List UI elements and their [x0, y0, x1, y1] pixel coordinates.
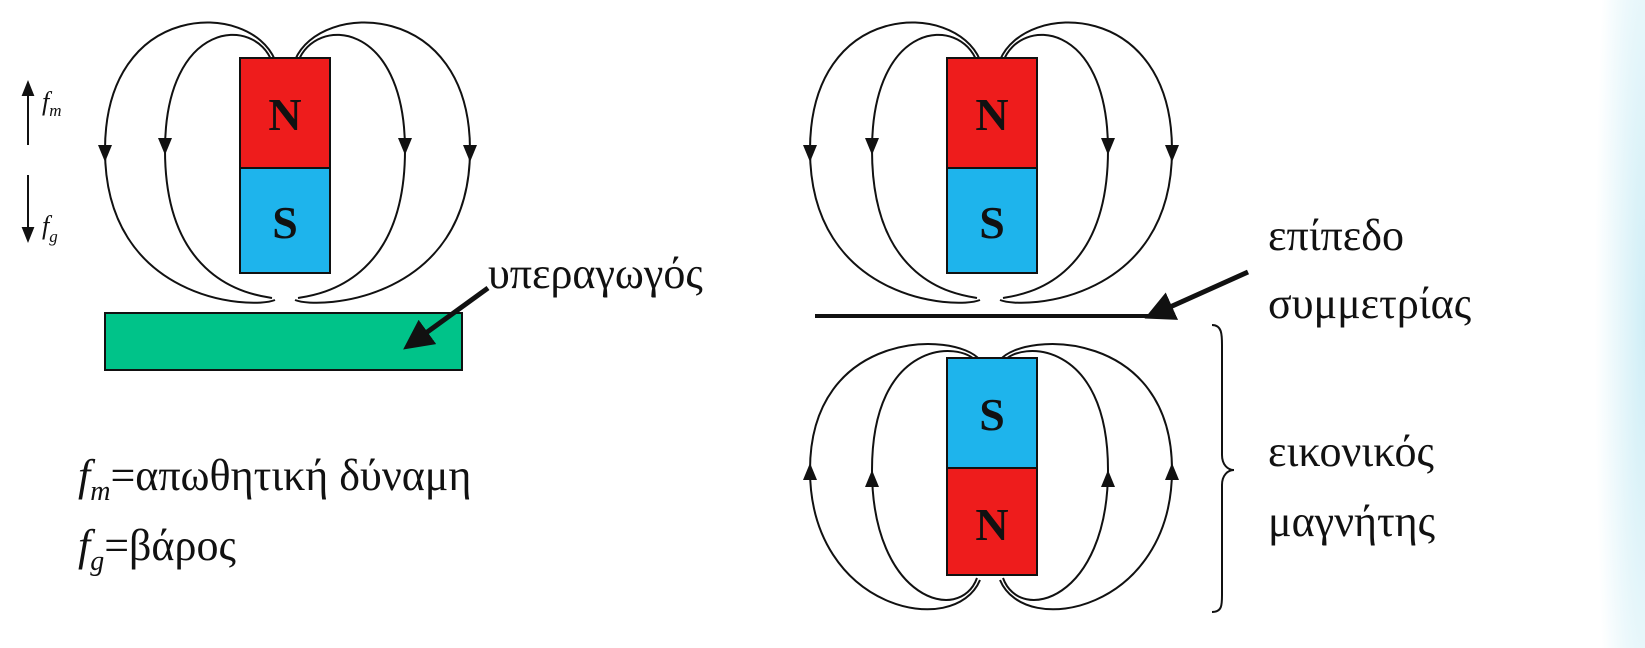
symmetry-plane-label-line1: επίπεδο	[1268, 211, 1404, 260]
left-magnet-south	[239, 167, 331, 274]
image-north-label: N	[975, 499, 1008, 550]
real-magnet-north	[946, 57, 1038, 169]
left-magnet-north	[239, 57, 331, 169]
image-magnet-north	[946, 467, 1038, 576]
superconductor-pointer-arrow	[403, 285, 490, 350]
legend-fg: fg=βάρος	[78, 521, 236, 577]
image-magnet-label-line1: εικονικός	[1268, 427, 1434, 476]
upper-field-arrows	[803, 138, 1179, 162]
lower-field-arrows	[803, 463, 1179, 487]
image-magnet-label-line2: μαγνήτης	[1268, 497, 1436, 546]
image-south-label: S	[979, 389, 1005, 440]
image-magnet-brace	[1211, 324, 1235, 613]
fm-label: fm	[42, 87, 62, 120]
legend-fm: fm=απωθητική δύναμη	[78, 451, 472, 507]
symmetry-plane-label-line2: συμμετρίας	[1268, 279, 1472, 328]
real-north-label: N	[975, 89, 1008, 140]
left-south-label: S	[272, 197, 298, 248]
left-field-arrows	[98, 138, 477, 162]
symmetry-plane-pointer-arrow	[1144, 269, 1250, 320]
real-magnet-south	[946, 167, 1038, 274]
background-accent	[1595, 0, 1645, 648]
fg-label: fg	[42, 211, 58, 246]
superconductor-block	[104, 312, 463, 371]
superconductor-label: υπεραγωγός	[488, 249, 703, 298]
left-north-label: N	[268, 89, 301, 140]
real-south-label: S	[979, 197, 1005, 248]
